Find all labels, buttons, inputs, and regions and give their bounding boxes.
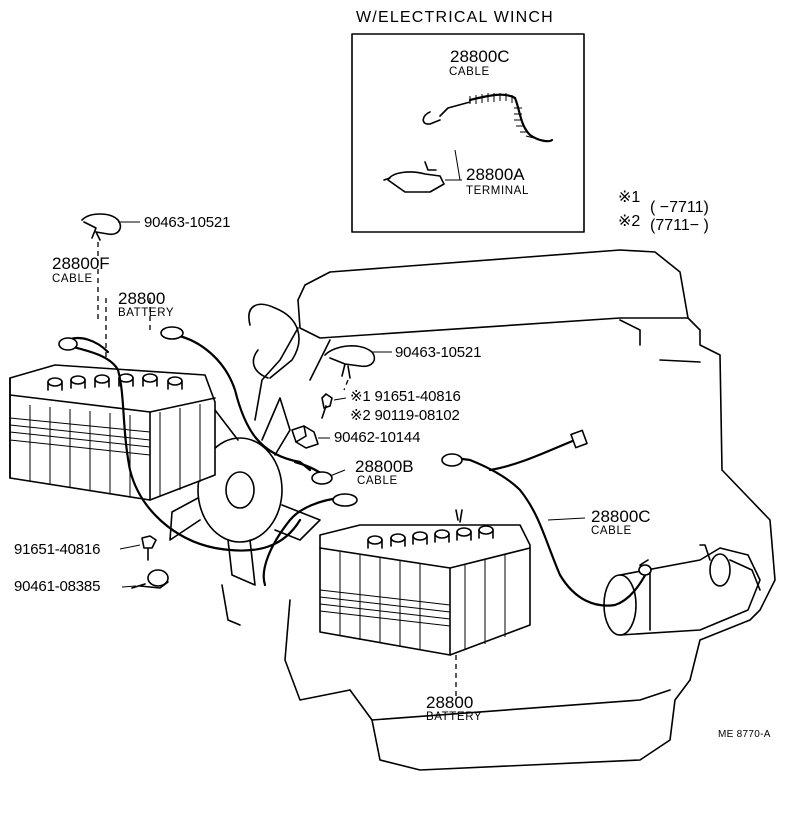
fan — [164, 394, 321, 626]
callout-clamp-small: 90462-10144 — [334, 429, 421, 446]
starter-motor — [603, 544, 761, 636]
callout-bolt-1: ※1 91651-40816 — [350, 388, 461, 405]
callout-cable-f-part: 28800F — [52, 254, 110, 273]
clamp-top-left-drawing — [81, 213, 122, 241]
locator-lines — [97, 242, 457, 700]
inset-cable-name: CABLE — [449, 66, 490, 78]
left-battery-drawing — [9, 364, 216, 501]
bottom-battery-drawing — [319, 509, 531, 656]
legend-range-1: ( −7711) — [650, 199, 709, 216]
inset-cable-part-number: 28800C — [450, 47, 510, 66]
callout-clamp-top-left: 90463-10521 — [144, 214, 231, 231]
engine-block — [248, 249, 776, 771]
inset-title: W/ELECTRICAL WINCH — [356, 9, 554, 26]
legend-mark-2: ※2 — [618, 213, 641, 230]
cables — [58, 326, 652, 607]
callout-battery-bottom-part: 28800 — [426, 693, 474, 712]
inset-terminal-part-number: 28800A — [466, 165, 525, 184]
callout-cable-c-name: CABLE — [591, 525, 632, 537]
callout-battery-left-name: BATTERY — [118, 307, 175, 319]
callout-battery-bottom-name: BATTERY — [426, 711, 483, 723]
bolt-left-drawing — [141, 535, 157, 561]
drawing-code: ME 8770-A — [718, 729, 771, 740]
legend-mark-1: ※1 — [618, 189, 641, 206]
inset-terminal-name: TERMINAL — [466, 185, 529, 197]
legend-range-2: (7711− ) — [650, 217, 709, 234]
callout-clamp-left: 90461-08385 — [14, 578, 101, 595]
callout-cable-c-part: 28800C — [591, 507, 651, 526]
callout-cable-f-name: CABLE — [52, 273, 93, 285]
leader-lines — [118, 149, 586, 588]
callout-battery-left-part: 28800 — [118, 289, 166, 308]
bolt-drawing — [321, 393, 333, 419]
clamp-engine-drawing — [324, 345, 376, 379]
clamp-small-drawing — [291, 425, 319, 449]
clamp-left-drawing — [131, 569, 169, 589]
callout-bolt-left: 91651-40816 — [14, 541, 101, 558]
callout-bolt-2: ※2 90119-08102 — [350, 407, 460, 424]
callout-cable-b-part: 28800B — [355, 457, 414, 476]
callout-cable-b-name: CABLE — [357, 475, 398, 487]
inset-box — [351, 33, 585, 233]
callout-clamp-engine: 90463-10521 — [395, 344, 482, 361]
